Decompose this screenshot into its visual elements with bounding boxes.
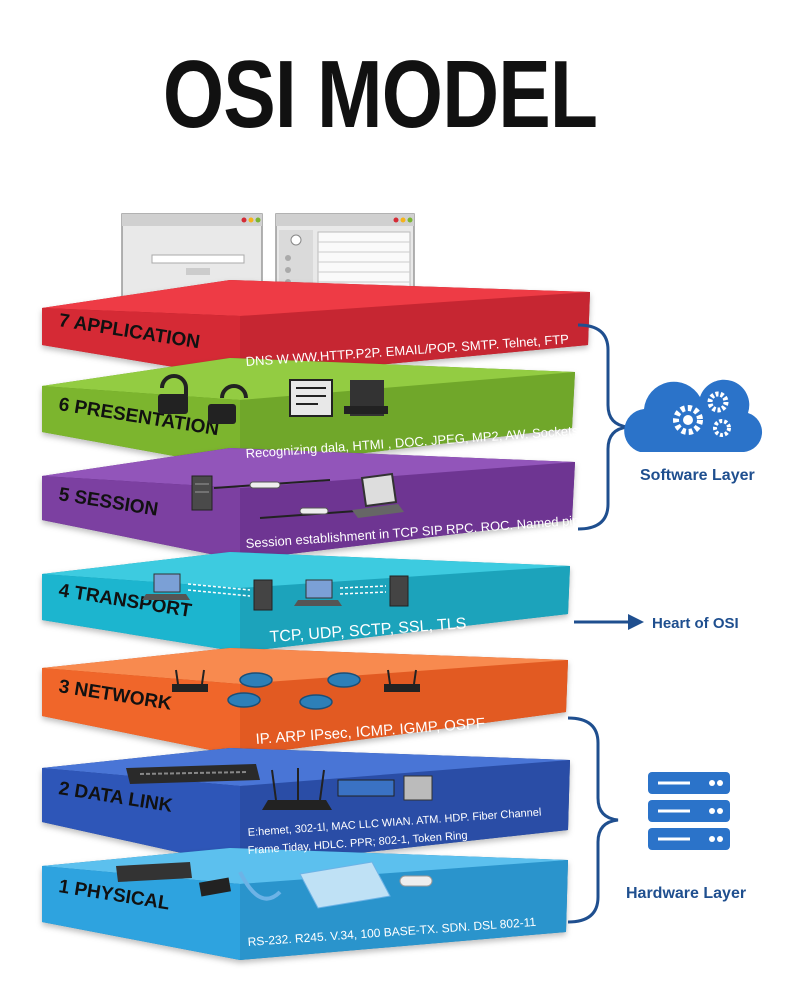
server-icon	[389, 575, 409, 607]
software-layer-label: Software Layer	[640, 467, 755, 484]
page-title: OSI MODEL	[162, 41, 598, 148]
heart-of-osi-label: Heart of OSI	[652, 615, 739, 632]
layer-session	[42, 448, 575, 560]
server-icon	[344, 380, 388, 416]
server-stack-icon	[648, 772, 730, 850]
layer-application	[42, 280, 590, 378]
hardware-layer-label: Hardware Layer	[626, 885, 746, 902]
cable-icon	[199, 861, 433, 909]
network-switch-icon	[116, 862, 192, 882]
lock-icon	[158, 374, 188, 414]
router-icon	[172, 669, 208, 692]
cloud-gears-icon	[624, 379, 763, 452]
unlock-icon	[208, 384, 248, 424]
document-icon	[289, 379, 333, 417]
network-switch-icon	[126, 764, 260, 784]
server-icon	[191, 475, 213, 511]
software-bracket	[577, 323, 629, 531]
router-icon	[384, 669, 420, 692]
router-icon	[262, 768, 332, 810]
laptop-icon	[294, 579, 342, 606]
cable-icon	[213, 479, 371, 519]
server-icon	[253, 579, 273, 611]
layer-7-face	[42, 308, 240, 378]
arrow-right-icon	[574, 614, 644, 630]
laptop-icon	[352, 472, 404, 518]
network-switch-icon	[337, 775, 433, 801]
laptop-icon	[142, 573, 190, 600]
hardware-bracket	[567, 716, 619, 924]
